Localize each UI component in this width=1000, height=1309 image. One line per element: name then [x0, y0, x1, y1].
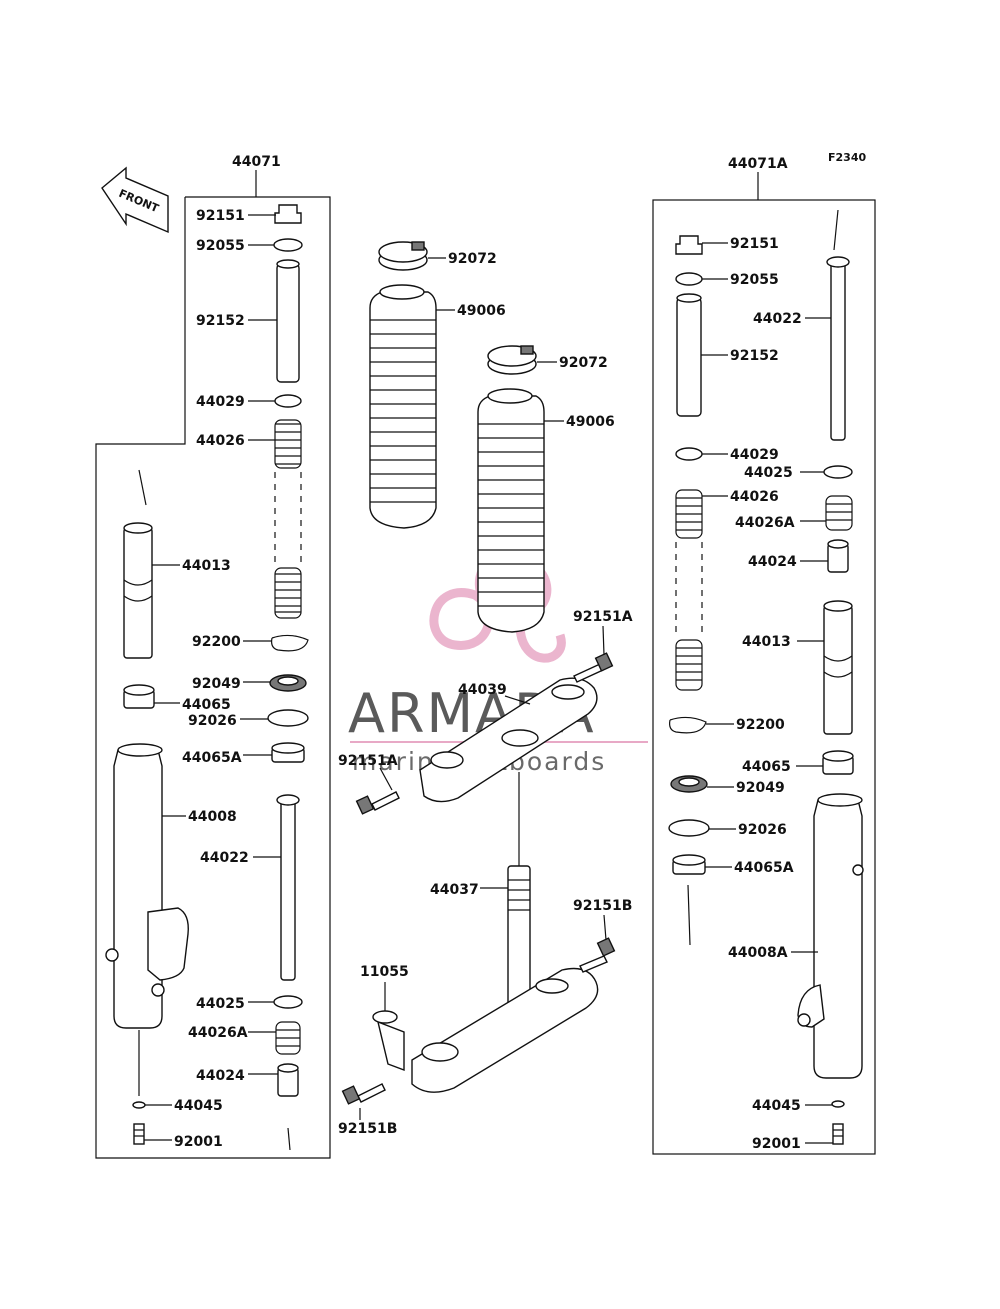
right-fork-parts: 92151 92055 44022 92152 44029 44025 4402…: [668, 209, 864, 1152]
part-label-44039: 44039: [458, 682, 507, 698]
part-label-44024-right: 44024: [748, 554, 797, 570]
part-label-92151A-right: 92151A: [573, 609, 633, 625]
part-label-44065A-left: 44065A: [182, 750, 242, 766]
part-label-92152-left: 92152: [196, 313, 245, 329]
part-label-92151-right: 92151: [730, 236, 779, 252]
part-label-44022-left: 44022: [200, 850, 249, 866]
part-label-92151-left: 92151: [196, 208, 245, 224]
part-label-44026-left: 44026: [196, 433, 245, 449]
part-label-92049-right: 92049: [736, 780, 785, 796]
part-label-44045-left: 44045: [174, 1098, 223, 1114]
part-label-92151B-right: 92151B: [573, 898, 632, 914]
part-label-92151B-left: 92151B: [338, 1121, 397, 1137]
part-label-92001-right: 92001: [752, 1136, 801, 1152]
part-label-92151A-left: 92151A: [338, 753, 398, 769]
assembly-right-frame: [652, 199, 876, 1155]
left-fork-parts: 92151 92055 92152 44029 44026 44013 9220…: [105, 204, 309, 1151]
part-label-49006-boot-b: 49006: [566, 414, 615, 430]
part-label-44025-right: 44025: [744, 465, 793, 481]
part-label-92055-left: 92055: [196, 238, 245, 254]
part-label-44037: 44037: [430, 882, 479, 898]
part-label-49006-boot-a: 49006: [457, 303, 506, 319]
part-label-44025-left: 44025: [196, 996, 245, 1012]
assembly-right-label: 44071A: [728, 156, 788, 172]
part-label-44008-left: 44008: [188, 809, 237, 825]
part-label-44024-left: 44024: [196, 1068, 245, 1084]
assembly-left-frame: [95, 196, 331, 1159]
figure-code: F2340: [828, 151, 866, 164]
part-label-44045-right: 44045: [752, 1098, 801, 1114]
part-label-44026-right: 44026: [730, 489, 779, 505]
part-label-92200-left: 92200: [192, 634, 241, 650]
part-label-44065-left: 44065: [182, 697, 231, 713]
part-label-92072-clamp-a: 92072: [448, 251, 497, 267]
part-label-92001-left: 92001: [174, 1134, 223, 1150]
assembly-left-label: 44071: [232, 154, 281, 170]
part-label-44026A-right: 44026A: [735, 515, 795, 531]
part-label-44029-right: 44029: [730, 447, 779, 463]
part-label-44013-left: 44013: [182, 558, 231, 574]
part-label-92055-right: 92055: [730, 272, 779, 288]
part-label-92026-right: 92026: [738, 822, 787, 838]
part-label-92026-left: 92026: [188, 713, 237, 729]
front-arrow-icon: FRONT: [101, 166, 169, 234]
part-label-44022-right: 44022: [753, 311, 802, 327]
part-label-44065A-right: 44065A: [734, 860, 794, 876]
part-label-11055: 11055: [360, 964, 409, 980]
center-parts: 92072 49006 92072 49006 92151A 44039 921…: [338, 241, 633, 1137]
part-label-92200-right: 92200: [736, 717, 785, 733]
part-label-44065-right: 44065: [742, 759, 791, 775]
part-label-44026A-left: 44026A: [188, 1025, 248, 1041]
part-label-92072-clamp-b: 92072: [559, 355, 608, 371]
part-label-44029-left: 44029: [196, 394, 245, 410]
part-label-92152-right: 92152: [730, 348, 779, 364]
part-label-92049-left: 92049: [192, 676, 241, 692]
part-label-44008A-right: 44008A: [728, 945, 788, 961]
part-label-44013-right: 44013: [742, 634, 791, 650]
